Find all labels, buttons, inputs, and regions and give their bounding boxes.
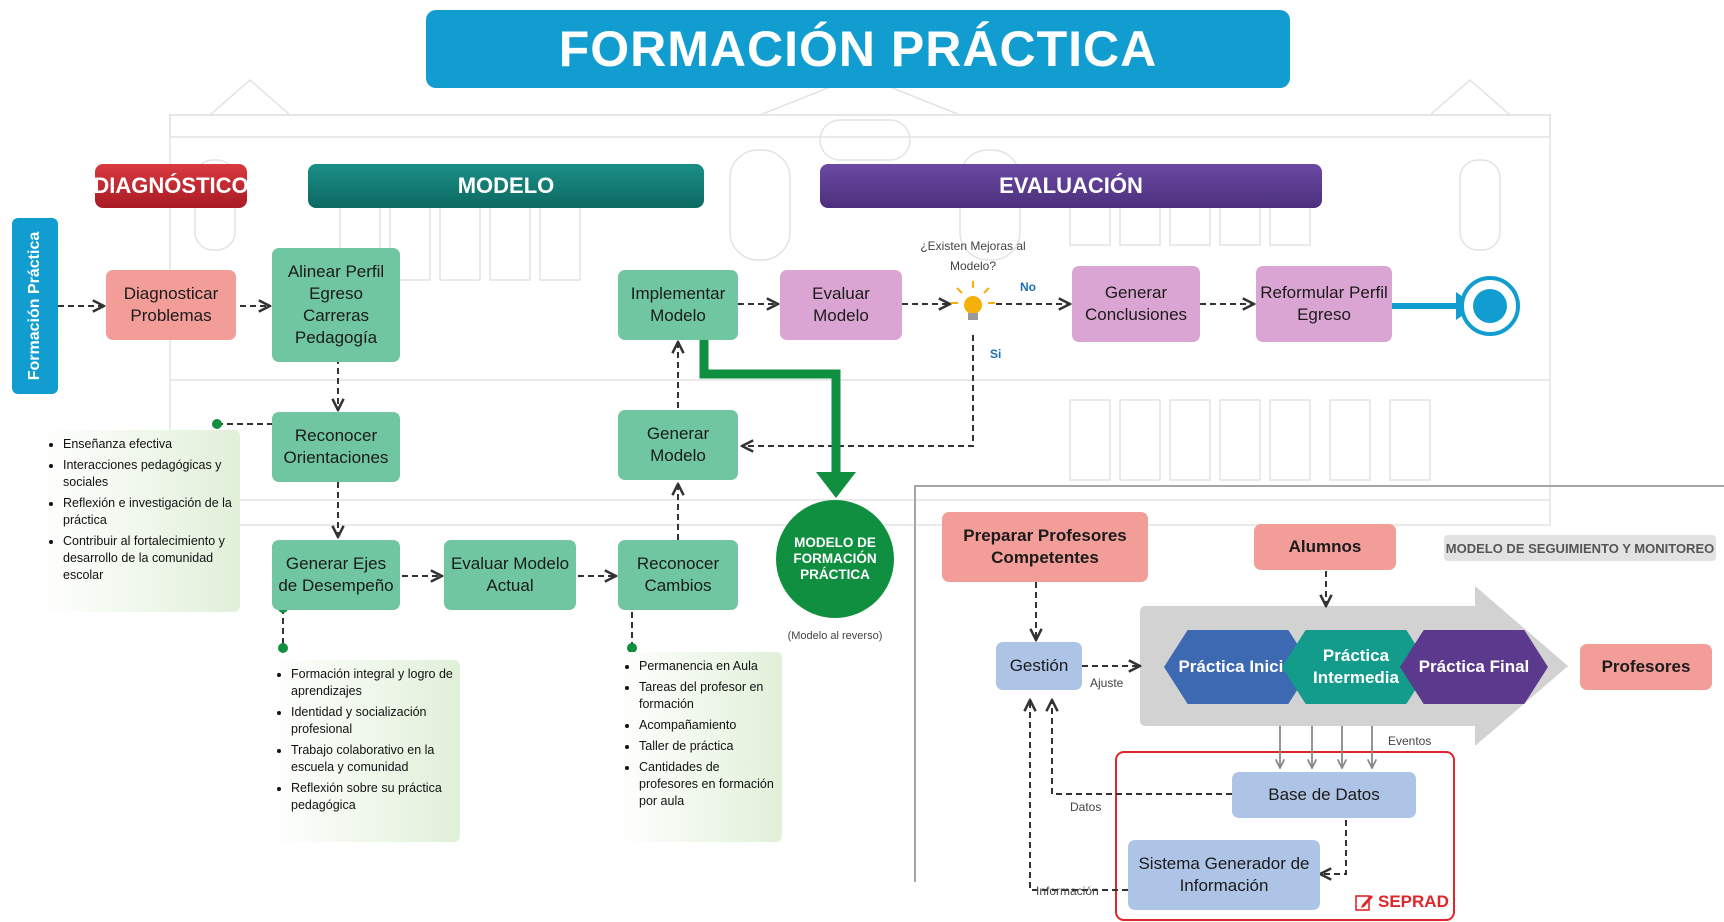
end-target-icon (1460, 276, 1520, 336)
arrow-basedatos-gestion (1052, 700, 1232, 795)
note-item: Acompañamiento (639, 717, 776, 734)
dot-orientaciones-left (212, 419, 222, 429)
dot-ejes-bottom (278, 643, 288, 653)
node-evaluar-modelo: Evaluar Modelo (780, 270, 902, 340)
node-gestion: Gestión (996, 642, 1082, 690)
phase-modelo: MODELO (308, 164, 704, 208)
lightbulb-icon (951, 281, 995, 320)
decision-question: ¿Existen Mejoras al Modelo? (920, 239, 1026, 273)
arrow-si-generar (742, 335, 974, 446)
node-evaluar-modelo-actual: Evaluar Modelo Actual (444, 540, 576, 610)
green-arrow (699, 338, 841, 472)
section-frame (914, 485, 1724, 882)
seguimiento-title: MODELO DE SEGUIMIENTO Y MONITOREO (1444, 535, 1716, 561)
seprad-label: SEPRAD (1378, 892, 1449, 911)
node-preparar-profesores: Preparar Profesores Competentes (942, 512, 1148, 582)
label-datos: Datos (1070, 800, 1102, 814)
side-tab: Formación Práctica (12, 218, 58, 394)
node-implementar-modelo: Implementar Modelo (618, 270, 738, 340)
note-item: Identidad y socialización profesional (291, 704, 454, 738)
phase-evaluacion: EVALUACIÓN (820, 164, 1322, 208)
node-reconocer-orientaciones: Reconocer Orientaciones (272, 412, 400, 482)
note-item: Trabajo colaborativo en la escuela y com… (291, 742, 454, 776)
node-diagnosticar-problemas: Diagnosticar Problemas (106, 270, 236, 340)
seprad-logo: SEPRAD (1354, 892, 1449, 912)
note-item: Formación integral y logro de aprendizaj… (291, 666, 454, 700)
note-item: Enseñanza efectiva (63, 436, 234, 453)
phase-diagnostico: DIAGNÓSTICO (93, 164, 249, 208)
dot-cambios-bottom (627, 643, 637, 653)
node-profesores: Profesores (1580, 644, 1712, 690)
node-base-datos: Base de Datos (1232, 772, 1416, 818)
label-eventos: Eventos (1388, 734, 1432, 748)
seprad-frame (1115, 751, 1455, 921)
arrow-sistema-gestion (1030, 700, 1128, 891)
note-cambios: Permanencia en Aula Tareas del profesor … (618, 652, 782, 842)
note-item: Cantidades de profesores en formación po… (639, 759, 776, 810)
label-informacion: Información (1036, 884, 1099, 898)
note-item: Permanencia en Aula (639, 658, 776, 675)
note-item: Taller de práctica (639, 738, 776, 755)
node-reformular-perfil: Reformular Perfil Egreso (1256, 266, 1392, 342)
node-sistema-generador: Sistema Generador de Información (1128, 840, 1320, 910)
arrow-basedatos-sistema (1320, 820, 1347, 874)
green-arrowhead (816, 472, 856, 498)
page-title: FORMACIÓN PRÁCTICA (426, 10, 1290, 88)
note-item: Reflexión e investigación de la práctica (63, 495, 234, 529)
modelo-formacion-circle: MODELO DE FORMACIÓN PRÁCTICA (776, 500, 894, 618)
node-generar-modelo: Generar Modelo (618, 410, 738, 480)
node-alinear-perfil: Alinear Perfil Egreso Carreras Pedagogía (272, 248, 400, 362)
hex-practica-final: Práctica Final (1400, 630, 1548, 704)
node-generar-conclusiones: Generar Conclusiones (1072, 266, 1200, 342)
node-alumnos: Alumnos (1254, 524, 1396, 570)
note-item: Interacciones pedagógicas y sociales (63, 457, 234, 491)
note-ejes: Formación integral y logro de aprendizaj… (270, 660, 460, 842)
note-item: Contribuir al fortalecimiento y desarrol… (63, 533, 234, 584)
side-tab-label: Formación Práctica (26, 231, 43, 381)
node-reconocer-cambios: Reconocer Cambios (618, 540, 738, 610)
note-item: Reflexión sobre su práctica pedagógica (291, 780, 454, 814)
label-ajuste: Ajuste (1090, 676, 1124, 690)
note-orientaciones: Enseñanza efectiva Interacciones pedagóg… (42, 430, 240, 612)
note-item: Tareas del profesor en formación (639, 679, 776, 713)
node-generar-ejes: Generar Ejes de Desempeño (272, 540, 400, 610)
pencil-icon (1355, 895, 1373, 911)
modelo-formacion-caption: (Modelo al reverso) (787, 630, 883, 642)
decision-si-label: Si (990, 347, 1002, 361)
decision-no-label: No (1020, 280, 1036, 294)
